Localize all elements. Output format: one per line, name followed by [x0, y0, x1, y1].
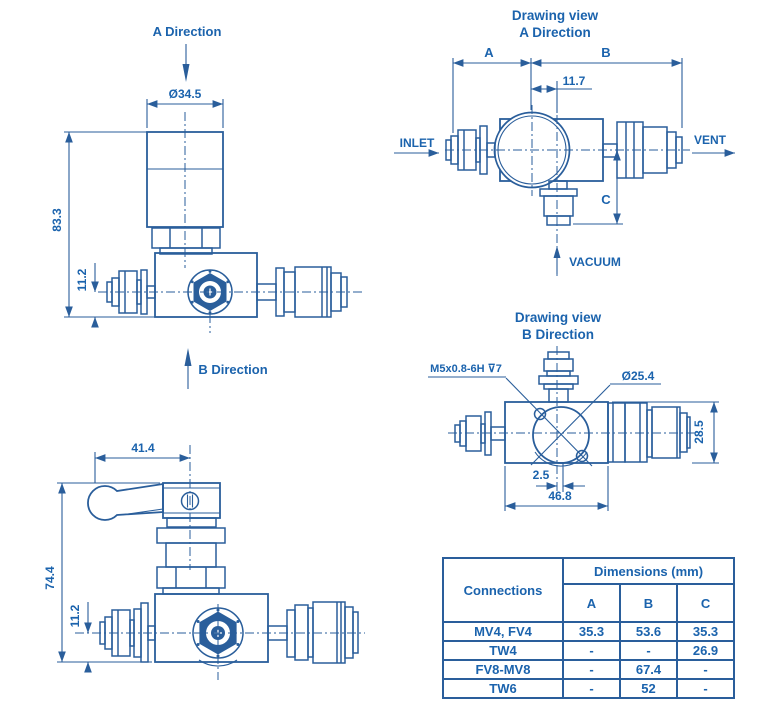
inlet-label: INLET — [400, 136, 435, 150]
valve-handle — [87, 482, 164, 521]
cell-a: - — [562, 659, 621, 680]
dim-label-41-4: 41.4 — [131, 441, 155, 455]
connections-dimensions-table: Connections Dimensions (mm) A B C MV4, F… — [442, 557, 736, 699]
cell-a: 35.3 — [562, 621, 621, 642]
dim-label-11-7: 11.7 — [563, 74, 586, 88]
front-port-face — [187, 269, 233, 315]
table-row: FV8-MV8 - 67.4 - — [442, 659, 736, 680]
cell-connection: TW4 — [442, 640, 564, 661]
table-header-dimensions: Dimensions (mm) — [561, 557, 736, 585]
dim-label-A: A — [484, 45, 494, 60]
cell-b: 53.6 — [619, 621, 678, 642]
view-b-title-1: Drawing view — [515, 310, 602, 325]
table-row: TW4 - - 26.9 — [442, 640, 736, 661]
dim-label-2-5: 2.5 — [533, 468, 550, 482]
view-b-direction: Drawing view B Direction M5x0.8-6H ⊽7 Ø2… — [428, 310, 719, 511]
cell-b: 67.4 — [619, 659, 678, 680]
cell-connection: MV4, FV4 — [442, 621, 564, 642]
b-direction-label: B Direction — [198, 362, 267, 377]
dim-label-83-3: 83.3 — [50, 208, 64, 232]
table-col-c: C — [675, 583, 736, 623]
view-a-title-2: A Direction — [519, 25, 591, 40]
a-direction-label: A Direction — [153, 24, 222, 39]
cell-c: - — [675, 659, 736, 680]
dim-label-C: C — [601, 192, 611, 207]
table-row: MV4, FV4 35.3 53.6 35.3 — [442, 621, 736, 642]
view-a-title-1: Drawing view — [512, 8, 599, 23]
vacuum-label: VACUUM — [569, 255, 621, 269]
table-header-connections: Connections — [442, 557, 564, 623]
vacuum-arrow-icon — [553, 246, 561, 274]
cell-b: - — [619, 640, 678, 661]
b-direction-arrow-icon — [184, 348, 192, 389]
front-view: A Direction Ø34.5 — [50, 24, 362, 333]
side-view: B Direction 41.4 — [43, 348, 365, 680]
dim-label-74-4: 74.4 — [43, 566, 57, 590]
dim-label-side-11-2: 11.2 — [68, 604, 82, 627]
cell-c: 35.3 — [675, 621, 736, 642]
view-b-left-fitting — [454, 411, 506, 456]
cell-c: - — [675, 678, 736, 699]
dim-label-diameter-25-4: Ø25.4 — [622, 369, 655, 383]
vent-label: VENT — [694, 133, 727, 147]
front-left-fitting — [106, 269, 156, 315]
thread-callout-label: M5x0.8-6H ⊽7 — [430, 363, 502, 375]
cell-c: 26.9 — [675, 640, 736, 661]
a-direction-arrow-icon — [182, 44, 190, 82]
dim-label-diameter-34-5: Ø34.5 — [169, 87, 202, 101]
view-b-top-fitting — [538, 351, 579, 403]
vacuum-fitting — [539, 180, 578, 226]
dim-label-28-5: 28.5 — [692, 420, 706, 444]
dim-label-46-8: 46.8 — [548, 489, 572, 503]
cell-connection: FV8-MV8 — [442, 659, 564, 680]
table-row: TW6 - 52 - — [442, 678, 736, 699]
dim-label-front-11-2: 11.2 — [75, 268, 89, 291]
cell-connection: TW6 — [442, 678, 564, 699]
table-col-b: B — [619, 583, 678, 623]
dim-label-B: B — [601, 45, 610, 60]
cell-a: - — [562, 640, 621, 661]
view-b-title-2: B Direction — [522, 327, 594, 342]
view-a-direction: Drawing view A Direction A B 11.7 — [394, 8, 735, 276]
cell-b: 52 — [619, 678, 678, 699]
front-right-fitting — [256, 266, 348, 318]
cell-a: - — [562, 678, 621, 699]
table-col-a: A — [562, 583, 621, 623]
